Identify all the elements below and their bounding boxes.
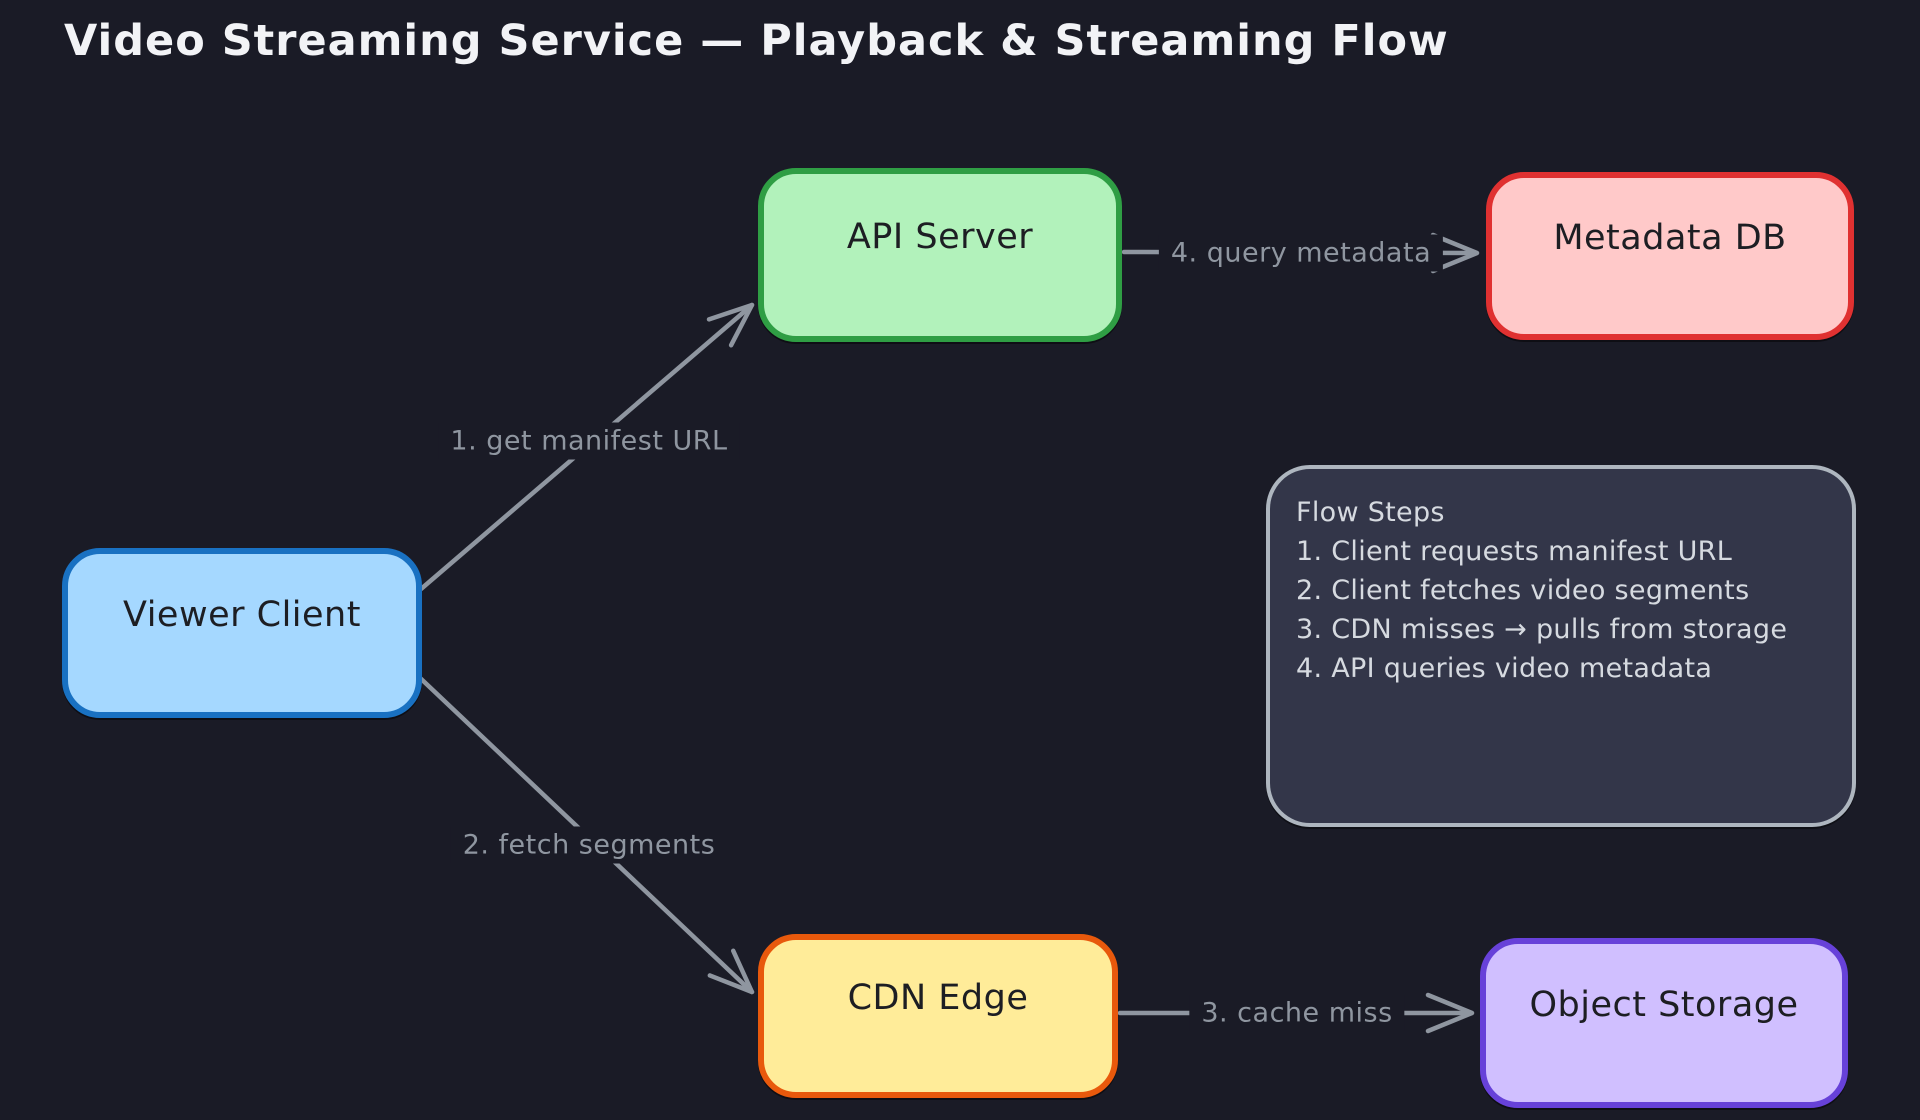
- node-metadata-db-label: Metadata DB: [1553, 218, 1787, 258]
- node-cdn-edge-label: CDN Edge: [847, 978, 1029, 1018]
- node-metadata-db[interactable]: Metadata DB: [1486, 172, 1854, 340]
- flow-steps-note[interactable]: Flow Steps 1. Client requests manifest U…: [1266, 465, 1856, 827]
- flow-step-4: 4. API queries video metadata: [1296, 653, 1713, 684]
- node-object-storage-label: Object Storage: [1529, 985, 1799, 1025]
- flow-step-3: 3. CDN misses → pulls from storage: [1296, 614, 1788, 645]
- edge-label-query-metadata: 4. query metadata: [1158, 234, 1444, 272]
- node-viewer-client-label: Viewer Client: [123, 595, 361, 635]
- edge-label-fetch-segments: 2. fetch segments: [450, 826, 728, 864]
- flow-steps-title: Flow Steps: [1296, 497, 1445, 528]
- node-cdn-edge[interactable]: CDN Edge: [758, 934, 1118, 1098]
- flow-step-2: 2. Client fetches video segments: [1296, 575, 1750, 606]
- node-api-server[interactable]: API Server: [758, 168, 1122, 342]
- node-object-storage[interactable]: Object Storage: [1480, 938, 1848, 1108]
- edge-label-cache-miss: 3. cache miss: [1189, 994, 1405, 1032]
- diagram-title: Video Streaming Service — Playback & Str…: [64, 16, 1449, 66]
- edge-label-get-manifest-url: 1. get manifest URL: [438, 422, 740, 460]
- node-viewer-client[interactable]: Viewer Client: [62, 548, 422, 718]
- node-api-server-label: API Server: [846, 217, 1034, 257]
- flow-step-1: 1. Client requests manifest URL: [1296, 536, 1733, 567]
